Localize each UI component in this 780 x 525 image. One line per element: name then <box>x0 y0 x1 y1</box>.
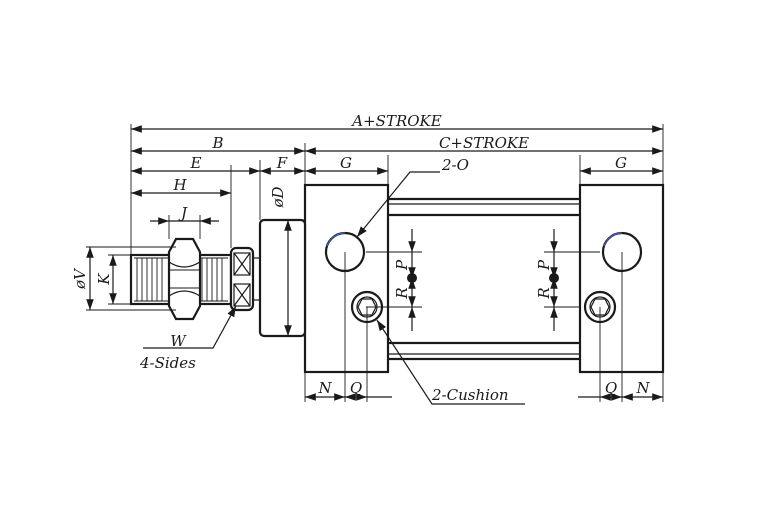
right-end-cap <box>578 183 665 374</box>
label-f: F <box>276 154 288 172</box>
label-p-left: P <box>393 259 411 271</box>
label-h: H <box>172 176 187 194</box>
cylinder-body <box>129 183 665 374</box>
label-j: J <box>178 204 188 222</box>
front-boss <box>258 218 307 338</box>
label-b: B <box>211 134 223 152</box>
label-r-left: R <box>393 287 411 299</box>
label-q-right: Q <box>605 379 617 397</box>
label-c-stroke: C+STROKE <box>439 134 529 152</box>
label-2-o: 2-O <box>441 156 469 174</box>
leader-2-o <box>356 171 440 238</box>
leader-cushion <box>376 319 525 405</box>
label-n-right: N <box>635 379 650 397</box>
label-e: E <box>190 154 202 172</box>
wrench-flats <box>229 246 260 312</box>
label-n-left: N <box>317 379 332 397</box>
label-w: W <box>170 332 187 350</box>
label-g-left: G <box>340 154 352 172</box>
dimension-labels: A+STROKE B C+STROKE E F G G 2-O H J øD ø… <box>71 112 650 404</box>
label-k: K <box>95 273 113 286</box>
label-dia-d: øD <box>269 186 287 208</box>
label-r-right: R <box>535 287 553 299</box>
leader-lines <box>143 171 525 405</box>
extension-lines <box>86 124 664 402</box>
label-4-sides: 4-Sides <box>139 354 196 372</box>
leader-w <box>143 305 237 349</box>
hex-nut <box>167 237 202 321</box>
label-q-left: Q <box>350 379 362 397</box>
label-g-right: G <box>615 154 627 172</box>
label-2-cushion: 2-Cushion <box>431 386 509 404</box>
left-end-cap <box>303 183 390 374</box>
label-dia-v: øV <box>71 267 89 290</box>
dimension-lines <box>86 125 663 401</box>
label-p-right: P <box>535 259 553 271</box>
barrel <box>388 197 580 361</box>
label-a-stroke: A+STROKE <box>350 112 441 130</box>
